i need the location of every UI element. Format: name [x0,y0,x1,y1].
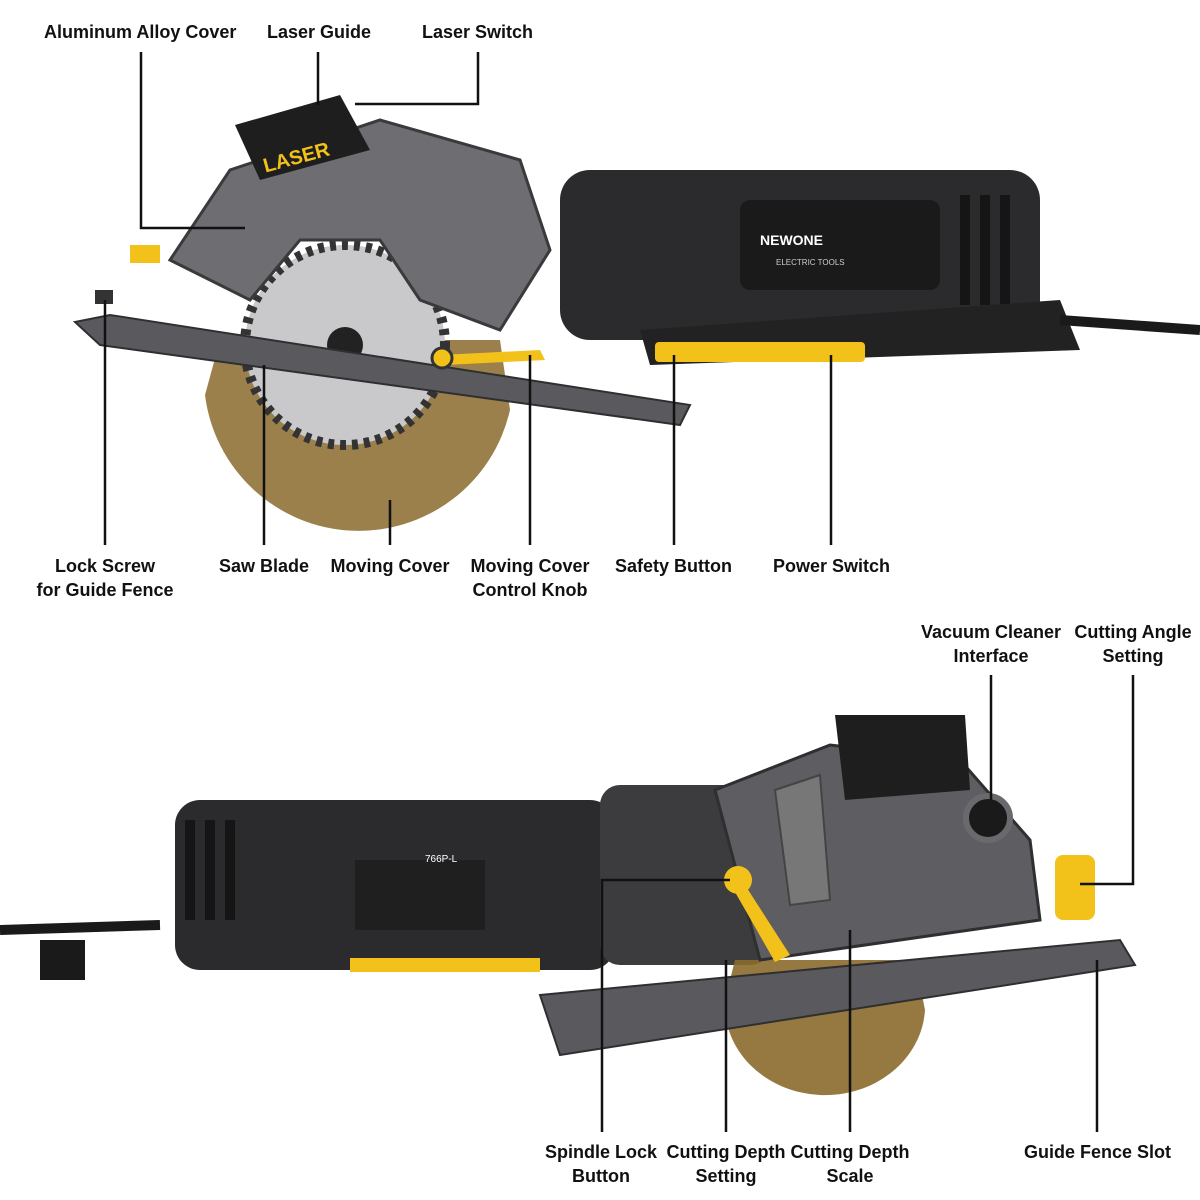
bottom-vacuum-port [963,793,1013,843]
label-vacuum-line2: Interface [953,646,1029,666]
label-lock-screw-line2: for Guide Fence [36,580,174,600]
label-cutting-angle-line2: Setting [1102,646,1164,666]
label-vacuum-line1: Vacuum Cleaner [920,622,1062,642]
leader-spindle-lock [600,878,730,1132]
label-laser-guide: Laser Guide [267,22,372,42]
label-spindle-lock-line1: Spindle Lock [544,1142,658,1162]
label-depth-scale-line1: Cutting Depth [790,1142,910,1162]
top-brand-text: NEWONE [760,232,823,248]
label-cutting-angle: Cutting Angle Setting [1068,620,1198,668]
leader-laser-switch [355,52,480,106]
top-lock-screw [95,290,113,304]
bottom-depth-lever [773,773,832,907]
top-power-cord [1059,315,1200,335]
label-safety-button: Safety Button [615,556,732,576]
bottom-base-plate [538,938,1137,1057]
leader-aluminum-cover [139,52,245,230]
label-cutting-angle-line1: Cutting Angle [1074,622,1192,642]
top-saw-illustration: LASER NEWONE ELECTRIC TOOLS [72,52,1200,545]
label-moving-cover-knob: Moving Cover Control Knob [460,554,600,602]
top-cover-knob [440,350,545,365]
label-saw-blade: Saw Blade [218,556,310,576]
label-laser-switch: Laser Switch [422,22,534,42]
label-spindle-lock: Spindle Lock Button [540,1140,662,1188]
label-guide-fence-slot: Guide Fence Slot [1023,1142,1172,1162]
label-power-switch: Power Switch [772,556,891,576]
bottom-power-cord [0,920,161,935]
label-moving-cover-knob-line2: Control Knob [472,580,588,600]
top-power-switch [655,342,865,362]
label-depth-scale-line2: Scale [826,1166,874,1186]
bottom-model-text: 766P-L [425,854,458,865]
label-aluminum-alloy-cover: Aluminum Alloy Cover [44,22,237,42]
label-cutting-depth-setting: Cutting Depth Setting [664,1140,788,1188]
label-depth-setting-line2: Setting [695,1166,757,1186]
label-moving-cover: Moving Cover [330,556,450,576]
top-brand-sub: ELECTRIC TOOLS [776,258,845,267]
label-depth-setting-line1: Cutting Depth [666,1142,786,1162]
label-lock-screw-line1: Lock Screw [54,556,156,576]
label-moving-cover-knob-line1: Moving Cover [470,556,590,576]
bottom-angle-knob [1055,855,1095,920]
leader-cutting-angle [1080,675,1135,886]
label-spindle-lock-line2: Button [572,1166,630,1186]
label-lock-screw: Lock Screw for Guide Fence [30,554,180,602]
label-cutting-depth-scale: Cutting Depth Scale [788,1140,912,1188]
bottom-laser-box [835,715,970,800]
top-laser-housing [235,95,370,180]
label-vacuum-cleaner: Vacuum Cleaner Interface [916,620,1066,668]
